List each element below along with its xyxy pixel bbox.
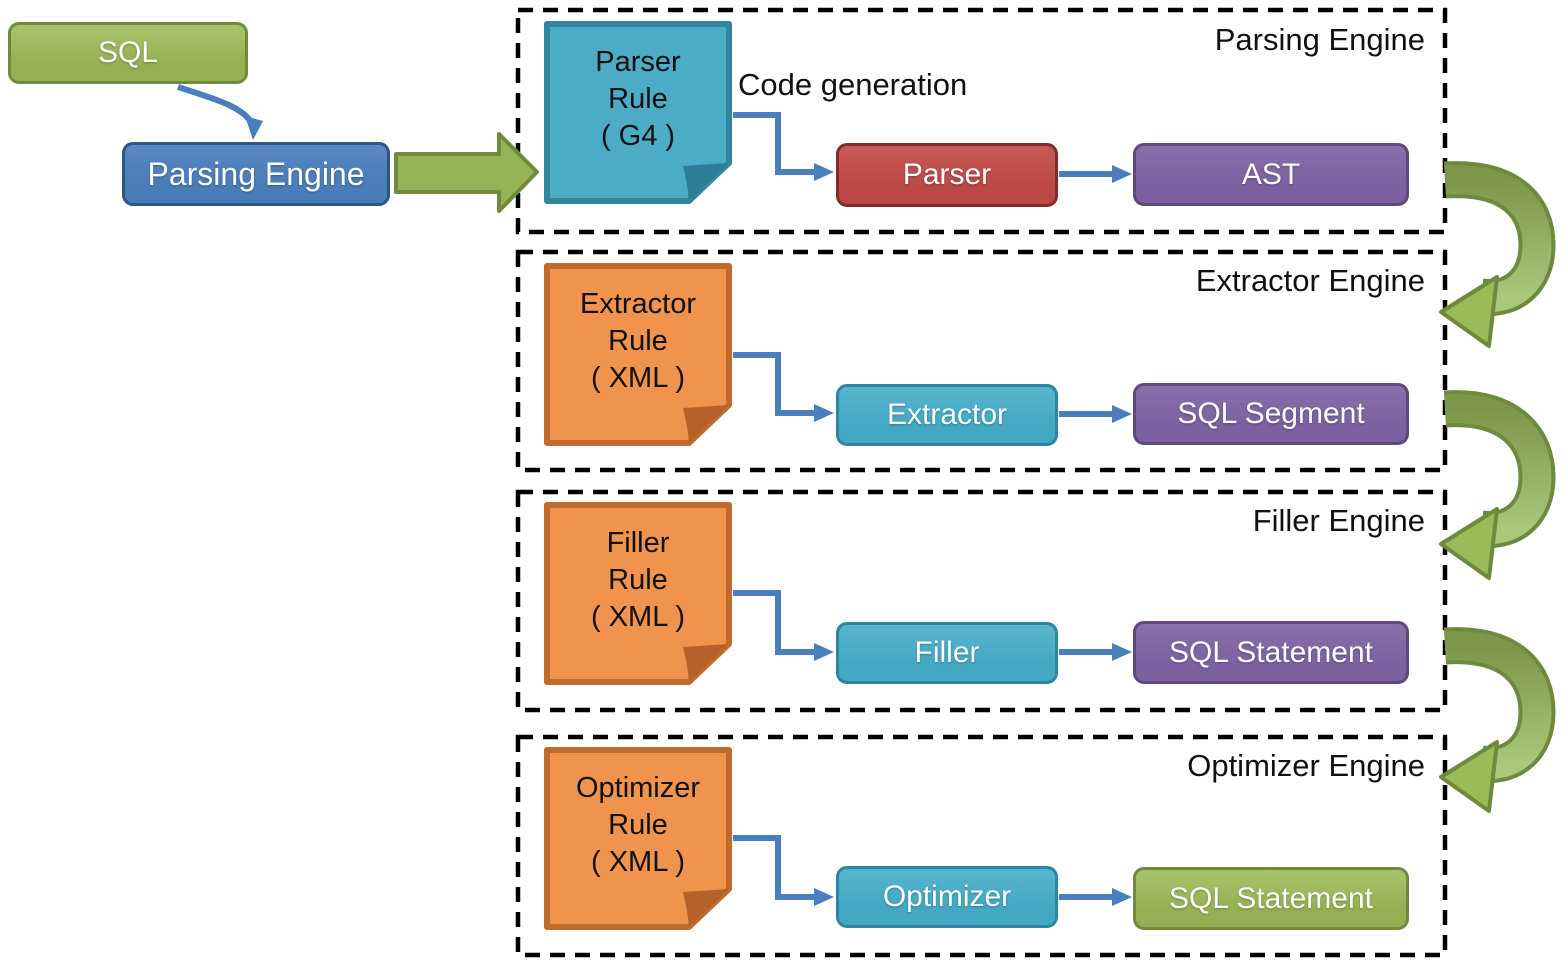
rule-to-parser-connector (733, 112, 834, 181)
parsing-engine-frame (515, 7, 1448, 235)
filler-rule-note-label: Filler Rule ( XML ) (591, 527, 685, 633)
optimizer-box: Optimizer (836, 866, 1058, 928)
stage1-to-stage2-arrow (1439, 161, 1556, 348)
rule-to-optimizer-connector (733, 835, 834, 906)
parser-box: Parser (836, 143, 1058, 207)
ast-box: AST (1133, 143, 1409, 206)
filler-rule-note (544, 502, 732, 685)
optimizer-rule-note-label: Optimizer Rule ( XML ) (575, 772, 701, 878)
code-generation-label: Code generation (738, 67, 968, 102)
rule-to-extractor-connector (733, 352, 834, 422)
filler-engine-frame (515, 489, 1448, 713)
sql-box: SQL (8, 22, 248, 84)
extractor-rule-note-label: Extractor Rule ( XML ) (579, 288, 697, 394)
optimizer-to-statement-arrow (1059, 888, 1132, 906)
stage-title-extractor: Extractor Engine (1195, 263, 1425, 298)
extractor-rule-note (544, 263, 732, 446)
sql-statement-box: SQL Statement (1133, 621, 1409, 684)
filler-box: Filler (836, 622, 1058, 684)
optimizer-engine-frame (515, 734, 1448, 958)
stage-title-parsing: Parsing Engine (1214, 22, 1425, 57)
sql-to-parsing-arrow (177, 84, 263, 140)
parser-rule-note-label: Parser Rule ( G4 ) (595, 46, 681, 152)
parser-rule-note (544, 21, 732, 204)
pipeline-entry-arrow (394, 132, 539, 213)
stage3-to-stage4-arrow (1439, 627, 1556, 813)
stage-title-optimizer: Optimizer Engine (1187, 748, 1425, 783)
parsing-engine-box: Parsing Engine (122, 142, 390, 206)
extractor-box: Extractor (836, 384, 1058, 446)
parser-to-ast-arrow (1059, 165, 1132, 183)
filler-to-statement-arrow (1059, 643, 1132, 661)
stage-title-filler: Filler Engine (1252, 503, 1425, 538)
extractor-engine-frame (515, 249, 1448, 473)
stage2-to-stage3-arrow (1439, 390, 1556, 580)
optimized-sql-statement-box: SQL Statement (1133, 867, 1409, 930)
rule-to-filler-connector (733, 590, 834, 661)
extractor-to-segment-arrow (1059, 405, 1132, 423)
optimizer-rule-note (544, 747, 732, 930)
sql-segment-box: SQL Segment (1133, 383, 1409, 445)
